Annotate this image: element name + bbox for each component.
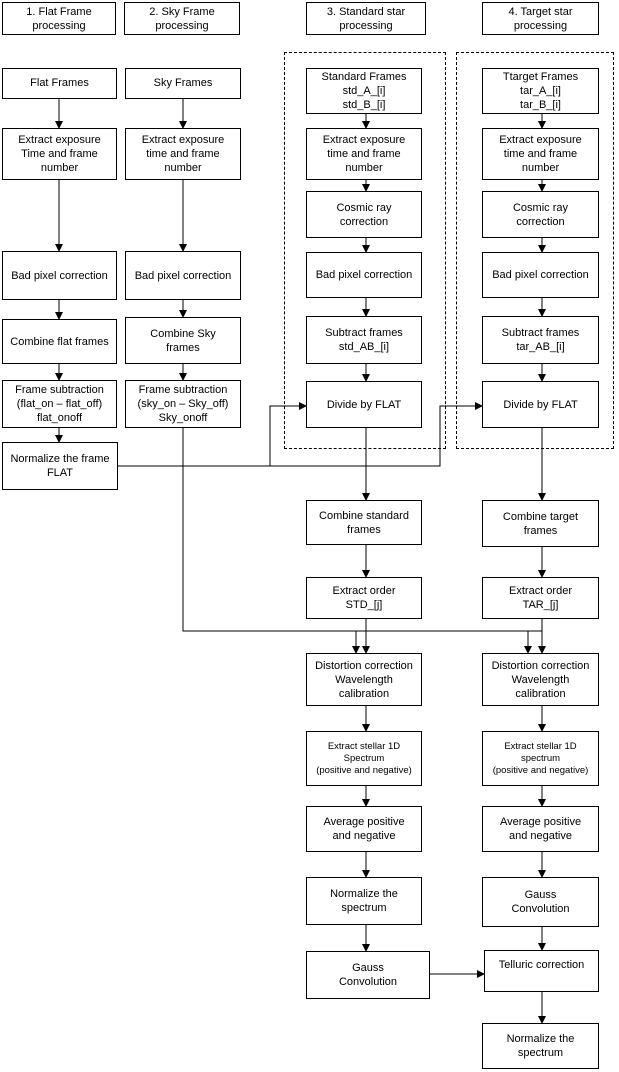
header-standard-star-processing: 3. Standard star processing [306,2,426,35]
tar-distortion-correction-node: Distortion correction Wavelength calibra… [482,653,599,706]
std-extract-exposure-node: Extract exposure time and frame number [306,128,422,180]
flat-normalize-node: Normalize the frame FLAT [2,442,118,490]
edge-flat-to-std-divide [118,402,307,467]
tar-normalize-spectrum-node: Normalize the spectrum [482,1023,599,1069]
std-divide-by-flat-node: Divide by FLAT [306,381,422,428]
std-bad-pixel-node: Bad pixel correction [306,252,422,298]
tar-average-node: Average positive and negative [482,806,599,852]
sky-bad-pixel-node: Bad pixel correction [125,251,241,300]
sky-combine-node: Combine Sky frames [125,317,241,364]
tar-subtract-frames-node: Subtract frames tar_AB_[i] [482,316,599,364]
tar-bad-pixel-node: Bad pixel correction [482,252,599,298]
flat-extract-exposure-node: Extract exposure Time and frame number [2,128,117,180]
std-distortion-correction-node: Distortion correction Wavelength calibra… [306,653,422,706]
std-frames-node: Standard Frames std_A_[i] std_B_[i] [306,68,422,114]
std-normalize-spectrum-node: Normalize the spectrum [306,877,422,925]
std-subtract-frames-node: Subtract frames std_AB_[i] [306,316,422,364]
flat-bad-pixel-node: Bad pixel correction [2,251,117,300]
sky-extract-exposure-node: Extract exposure time and frame number [125,128,241,180]
tar-extract-order-node: Extract order TAR_[j] [482,577,599,619]
std-cosmic-ray-node: Cosmic ray correction [306,191,422,238]
tar-combine-node: Combine target frames [482,500,599,547]
sky-frames-node: Sky Frames [125,68,241,99]
tar-extract-1d-spectrum-node: Extract stellar 1D spectrum (positive an… [482,731,599,786]
tar-gauss-convolution-node: Gauss Convolution [482,877,599,927]
tar-divide-by-flat-node: Divide by FLAT [482,381,599,428]
edge-sky-to-distortion [182,428,542,632]
tar-frames-node: Ttarget Frames tar_A_[i] tar_B_[i] [482,68,599,114]
tar-dashed-group [456,52,614,449]
std-average-node: Average positive and negative [306,806,422,852]
std-extract-order-node: Extract order STD_[j] [306,577,422,619]
flat-frames-node: Flat Frames [2,68,117,99]
tar-telluric-correction-node: Telluric correction [484,950,599,992]
std-dashed-group [284,52,446,449]
std-combine-node: Combine standard frames [306,500,422,545]
std-extract-1d-spectrum-node: Extract stellar 1D Spectrum (positive an… [306,731,422,786]
edge-flat-to-tar-divide [270,402,483,467]
header-target-star-processing: 4. Target star processing [482,2,599,35]
flat-combine-node: Combine flat frames [2,319,117,364]
header-flat-frame-processing: 1. Flat Frame processing [2,2,116,35]
std-gauss-convolution-node: Gauss Convolution [306,951,430,999]
flat-frame-subtraction-node: Frame subtraction (flat_on – flat_off) f… [2,380,117,428]
tar-cosmic-ray-node: Cosmic ray correction [482,191,599,238]
tar-extract-exposure-node: Extract exposure time and frame number [482,128,599,180]
sky-frame-subtraction-node: Frame subtraction (sky_on – Sky_off) Sky… [125,380,241,428]
header-sky-frame-processing: 2. Sky Frame processing [124,2,240,35]
